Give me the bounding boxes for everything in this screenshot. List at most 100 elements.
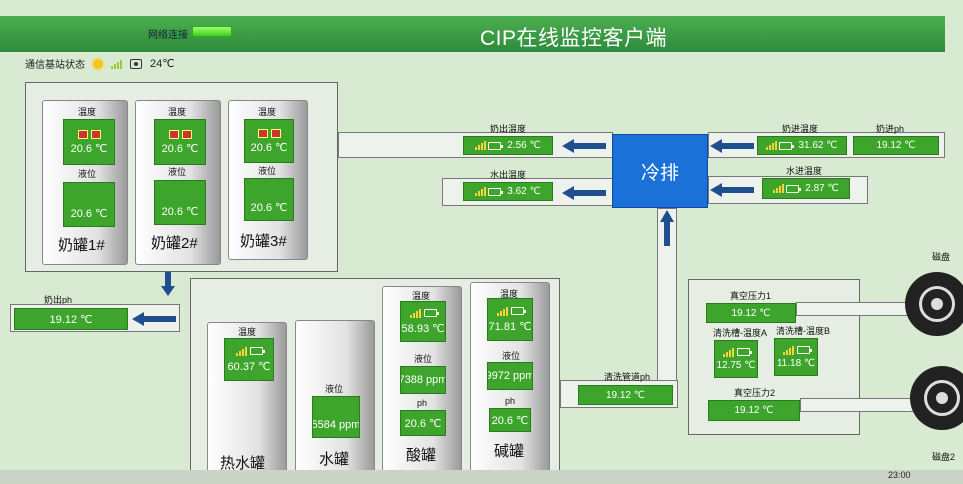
arrow-down-icon [161, 272, 175, 296]
signal-icon [773, 184, 785, 193]
battery-icon [168, 129, 192, 139]
disc-top-label: 磁盘 [932, 252, 951, 262]
wash-pipe-ph-label: 清洗管道ph [604, 372, 651, 382]
taskbar [0, 470, 963, 484]
signal-icon [409, 308, 421, 318]
vacuum-pressure-2: 19.12 ℃ [708, 400, 800, 421]
milk-out-ph: 19.12 ℃ [14, 308, 128, 330]
acid-temp-label: 温度 [412, 291, 431, 301]
water-in-temp: 2.87 ℃ [762, 178, 850, 199]
acid-level: 7388 ppm [400, 366, 446, 394]
milk-tank-3-level-label: 液位 [258, 166, 277, 176]
header-bar [0, 16, 945, 52]
milk-in-temp-label: 奶进温度 [782, 124, 819, 134]
alkali-level: 9972 ppm [487, 362, 533, 390]
bulb-icon [93, 58, 103, 69]
milk-in-temp: 31.62 ℃ [757, 136, 847, 155]
milk-tank-1-name: 奶罐1# [58, 237, 105, 254]
signal-icon [766, 141, 778, 150]
signal-icon [722, 347, 734, 357]
taskbar-clock: 23:00 [888, 470, 911, 480]
arrow-left-icon [562, 139, 606, 153]
signal-icon [235, 346, 247, 356]
vacuum-pressure-1: 19.12 ℃ [706, 303, 796, 323]
signal-icon [475, 141, 487, 150]
signal-icon [111, 59, 122, 69]
alkali-tank-name: 碱罐 [494, 443, 525, 460]
page-title: CIP在线监控客户端 [480, 27, 668, 50]
water-out-temp-label: 水出温度 [490, 170, 527, 180]
station-status-row: 通信基站状态 24℃ [25, 56, 175, 71]
battery-icon [423, 308, 439, 317]
battery-icon [249, 346, 265, 355]
thermometer-icon [130, 58, 142, 69]
water-tank-level: 5584 ppm [312, 396, 360, 438]
milk-tank-3-temp: 20.6 ℃ [244, 119, 294, 163]
arrow-left-icon [132, 312, 176, 326]
milk-tank-1-temp-label: 温度 [78, 107, 97, 117]
acid-ph: 20.6 ℃ [400, 410, 446, 436]
milk-tank-2-temp-label: 温度 [168, 107, 187, 117]
milk-tank-1-temp: 20.6 ℃ [63, 119, 115, 165]
alkali-level-label: 液位 [502, 351, 521, 361]
milk-out-temp: 2.56 ℃ [463, 136, 553, 155]
water-tank-level-label: 液位 [325, 384, 344, 394]
cooler-unit[interactable]: 冷排 [612, 134, 708, 208]
battery-icon [257, 128, 281, 138]
acid-temp: 58.93 ℃ [400, 301, 446, 342]
station-status-label: 通信基站状态 [25, 60, 85, 71]
water-out-temp: 3.62 ℃ [463, 182, 553, 201]
milk-in-ph: 19.12 ℃ [853, 136, 939, 155]
battery-icon [488, 141, 504, 150]
disc-bottom-label: 磁盘2 [932, 452, 956, 462]
battery-icon [488, 187, 504, 196]
milk-out-temp-label: 奶出温度 [490, 124, 527, 134]
alkali-ph: 20.6 ℃ [489, 408, 531, 432]
disc-top-icon [905, 272, 963, 336]
milk-out-ph-label: 奶出ph [44, 295, 73, 305]
alkali-ph-label: ph [505, 396, 516, 406]
vacuum-pressure-1-label: 真空压力1 [730, 291, 772, 301]
milk-in-ph-label: 奶进ph [876, 124, 905, 134]
signal-icon [496, 306, 508, 316]
alkali-temp-label: 温度 [500, 289, 519, 299]
milk-tank-1-level-label: 液位 [78, 169, 97, 179]
arrow-left-icon [710, 139, 754, 153]
sink-temp-a-label: 清洗槽-温度A [713, 328, 768, 338]
arrow-left-icon [710, 183, 754, 197]
battery-icon [77, 129, 101, 139]
hot-water-tank-name: 热水罐 [220, 455, 266, 472]
disc-bottom-icon [910, 366, 963, 430]
battery-icon [736, 347, 752, 356]
milk-tank-2-level-label: 液位 [168, 167, 187, 177]
acid-level-label: 液位 [414, 354, 433, 364]
signal-icon [782, 345, 794, 355]
water-in-temp-label: 水进温度 [786, 166, 823, 176]
arrow-up-icon [660, 210, 674, 246]
network-status-indicator [192, 26, 232, 37]
hot-water-temp-label: 温度 [238, 327, 257, 337]
sink-temp-a: 12.75 ℃ [714, 340, 758, 378]
milk-tank-2-temp: 20.6 ℃ [154, 119, 206, 165]
acid-tank-name: 酸罐 [406, 447, 437, 464]
milk-tank-3-temp-label: 温度 [258, 107, 277, 117]
arrow-left-icon [562, 186, 606, 200]
network-label: 网络连接 [148, 30, 188, 41]
ambient-temperature: 24℃ [150, 58, 175, 70]
milk-tank-2-name: 奶罐2# [151, 235, 198, 252]
sink-temp-b-label: 清洗槽-温度B [776, 326, 831, 336]
hot-water-temp: 60.37 ℃ [224, 338, 274, 381]
wash-pipe-ph: 19.12 ℃ [578, 385, 673, 405]
battery-icon [779, 141, 795, 150]
signal-icon [475, 187, 487, 196]
acid-ph-label: ph [417, 398, 428, 408]
battery-icon [796, 345, 812, 354]
battery-icon [786, 184, 802, 193]
battery-icon [510, 306, 526, 315]
vacuum-pressure-2-label: 真空压力2 [734, 388, 776, 398]
milk-tank-3-level: 20.6 ℃ [244, 178, 294, 221]
sink-temp-b: 11.18 ℃ [774, 338, 818, 376]
water-tank-name: 水罐 [319, 451, 350, 468]
milk-tank-1-level: 20.6 ℃ [63, 182, 115, 227]
milk-tank-3-name: 奶罐3# [240, 233, 287, 250]
